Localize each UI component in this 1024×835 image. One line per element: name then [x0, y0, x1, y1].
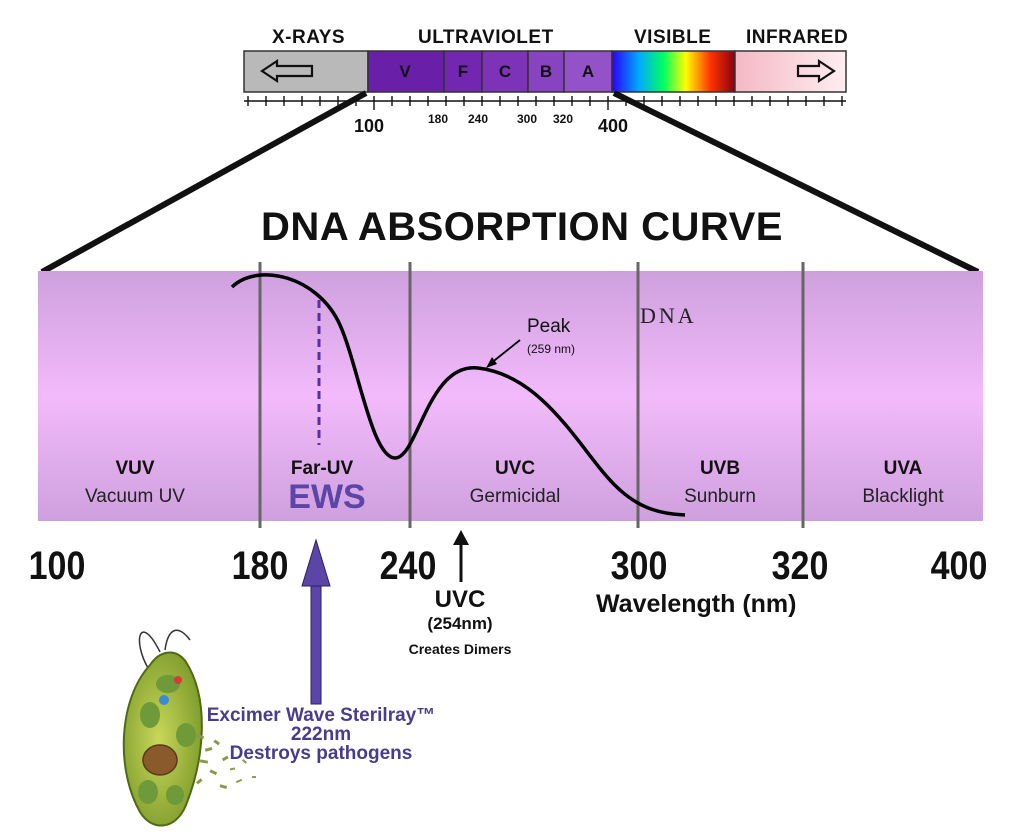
scale-label-400: 400	[598, 116, 629, 136]
scale-label-100: 100	[354, 116, 385, 136]
band-name-uvc: UVC	[494, 458, 536, 479]
section-label-ultraviolet: ULTRAVIOLET	[418, 27, 554, 48]
ews-marker-line2: 222nm	[290, 724, 352, 745]
dna-curve-label: DNA	[640, 303, 697, 328]
peak-value: (259 nm)	[527, 342, 576, 356]
uv-b-segment	[527, 50, 565, 93]
uv-v-segment	[367, 50, 445, 93]
uv-band-label-f: F	[457, 62, 469, 81]
arrow-right-icon	[796, 58, 836, 84]
uv-f-segment	[443, 50, 483, 93]
zoom-line-left	[40, 90, 368, 275]
uvc-marker-title: UVC	[434, 586, 486, 613]
ews-arrow-shaft	[310, 581, 322, 705]
uv-band-label-a: A	[581, 62, 595, 81]
absorption-panel	[38, 271, 983, 521]
scale-label-180: 180	[428, 112, 449, 126]
scale-label-240: 240	[468, 112, 489, 126]
infrared-segment	[734, 50, 847, 93]
band-sub-ews: EWS	[288, 478, 366, 516]
section-label-visible: VISIBLE	[634, 27, 712, 48]
ews-marker-line1: Excimer Wave Sterilray™	[206, 705, 436, 726]
uvc-arrowhead	[453, 530, 469, 545]
scale-ticks	[247, 96, 843, 110]
band-sub-uvc: Germicidal	[469, 486, 561, 507]
band-name-uvb: UVB	[699, 458, 741, 479]
band-sub-uva: Blacklight	[862, 486, 944, 507]
axis-tick-180: 180	[231, 544, 289, 588]
pathogen-illustration	[122, 629, 257, 827]
axis-tick-100: 100	[28, 544, 86, 588]
scale-label-320: 320	[553, 112, 574, 126]
arrow-left-icon	[260, 58, 314, 84]
peak-arrowhead	[486, 357, 497, 368]
diagram-title: DNA ABSORPTION CURVE	[261, 205, 783, 249]
peak-pointer	[489, 339, 521, 365]
axis-label: Wavelength (nm)	[596, 590, 797, 618]
axis-tick-320: 320	[771, 544, 829, 588]
axis-tick-240: 240	[379, 544, 437, 588]
peak-label: Peak	[527, 316, 571, 337]
uv-band-label-c: C	[498, 62, 512, 81]
section-label-infrared: INFRARED	[746, 27, 849, 48]
band-sub-uvb: Sunburn	[684, 486, 756, 507]
axis-tick-400: 400	[930, 544, 988, 588]
axis-tick-300: 300	[610, 544, 668, 588]
dna-absorption-curve	[230, 273, 686, 517]
zoom-line-right	[612, 90, 980, 275]
band-name-far-uv: Far-UV	[290, 458, 354, 479]
band-dividers	[258, 262, 805, 528]
scale-label-300: 300	[517, 112, 538, 126]
uv-band-label-b: B	[539, 62, 553, 81]
uvc-marker-value: (254nm)	[427, 614, 493, 633]
uvc-marker-note: Creates Dimers	[408, 641, 512, 657]
ews-marker-line3: Destroys pathogens	[229, 743, 413, 764]
uv-band-label-v: V	[399, 62, 411, 81]
band-name-uva: UVA	[883, 458, 923, 479]
section-label-xrays: X-RAYS	[272, 27, 346, 48]
visible-segment	[611, 50, 736, 93]
spectrum-bar	[243, 50, 847, 110]
uv-a-segment	[563, 50, 613, 93]
band-name-vuv: VUV	[115, 458, 155, 479]
band-sub-vuv: Vacuum UV	[85, 486, 185, 507]
ews-arrowhead	[301, 538, 331, 587]
